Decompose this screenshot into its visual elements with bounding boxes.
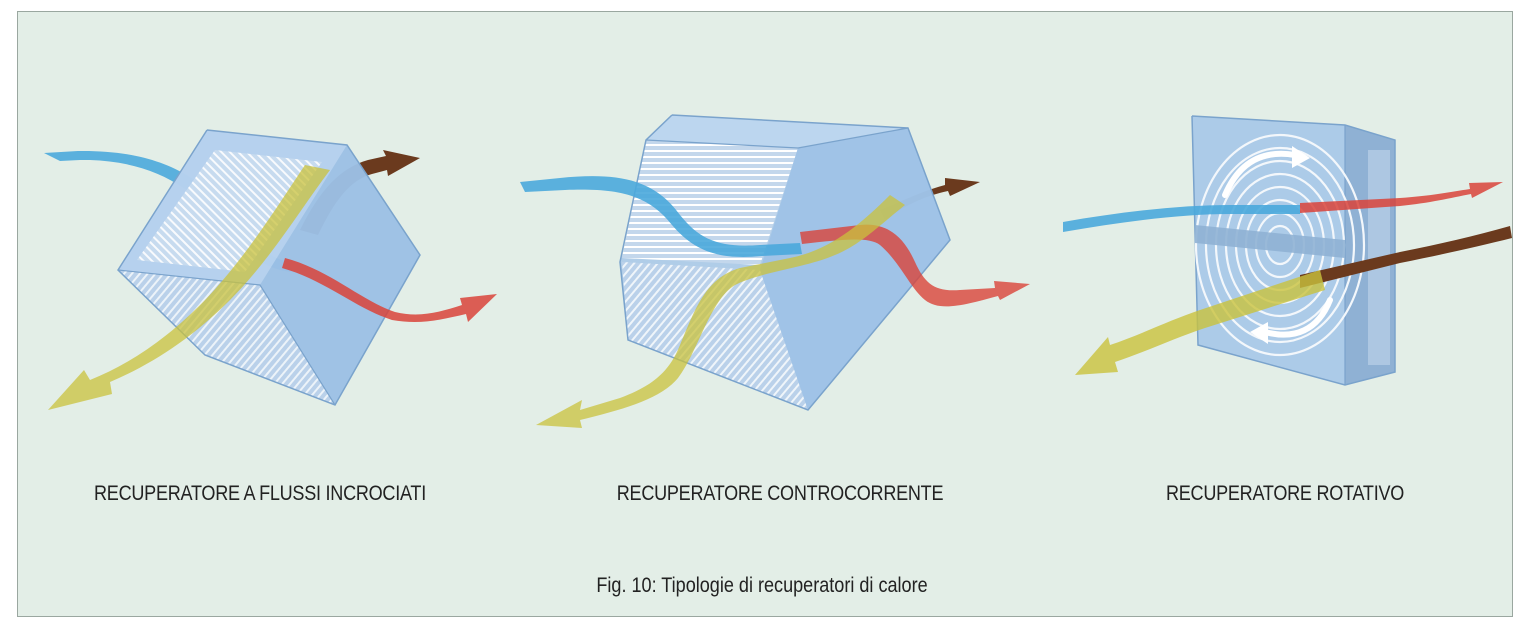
counterflow-supply-air-arrow xyxy=(536,195,905,428)
rotary-supply-air-arrow xyxy=(1075,270,1325,375)
cross-flow-label: RECUPERATORE A FLUSSI INCROCIATI xyxy=(94,482,426,505)
rotation-arrow-icon xyxy=(1222,150,1333,338)
rotary-exhaust-air-arrow xyxy=(1300,182,1503,213)
figure-caption: Fig. 10: Tipologie di recuperatori di ca… xyxy=(596,574,928,597)
counter-flow-label: RECUPERATORE CONTROCORRENTE xyxy=(616,482,944,505)
counterflow-exhaust-outlet-arrow xyxy=(880,178,980,220)
supply-air-arrow xyxy=(48,165,330,410)
counterflow-exhaust-air-arrow xyxy=(800,224,1030,307)
rotary-label: RECUPERATORE ROTATIVO xyxy=(1165,482,1405,505)
rotary-fresh-air-arrow xyxy=(1063,205,1300,232)
exhaust-air-arrow xyxy=(282,258,497,323)
counter-flow-exchanger xyxy=(520,114,1030,428)
cross-flow-exchanger xyxy=(44,129,497,410)
rotary-exchanger xyxy=(1063,115,1512,386)
rotary-exhaust-outlet-arrow xyxy=(1300,226,1512,288)
exhaust-outlet-arrow xyxy=(300,150,420,235)
counterflow-fresh-air-arrow xyxy=(520,176,802,257)
